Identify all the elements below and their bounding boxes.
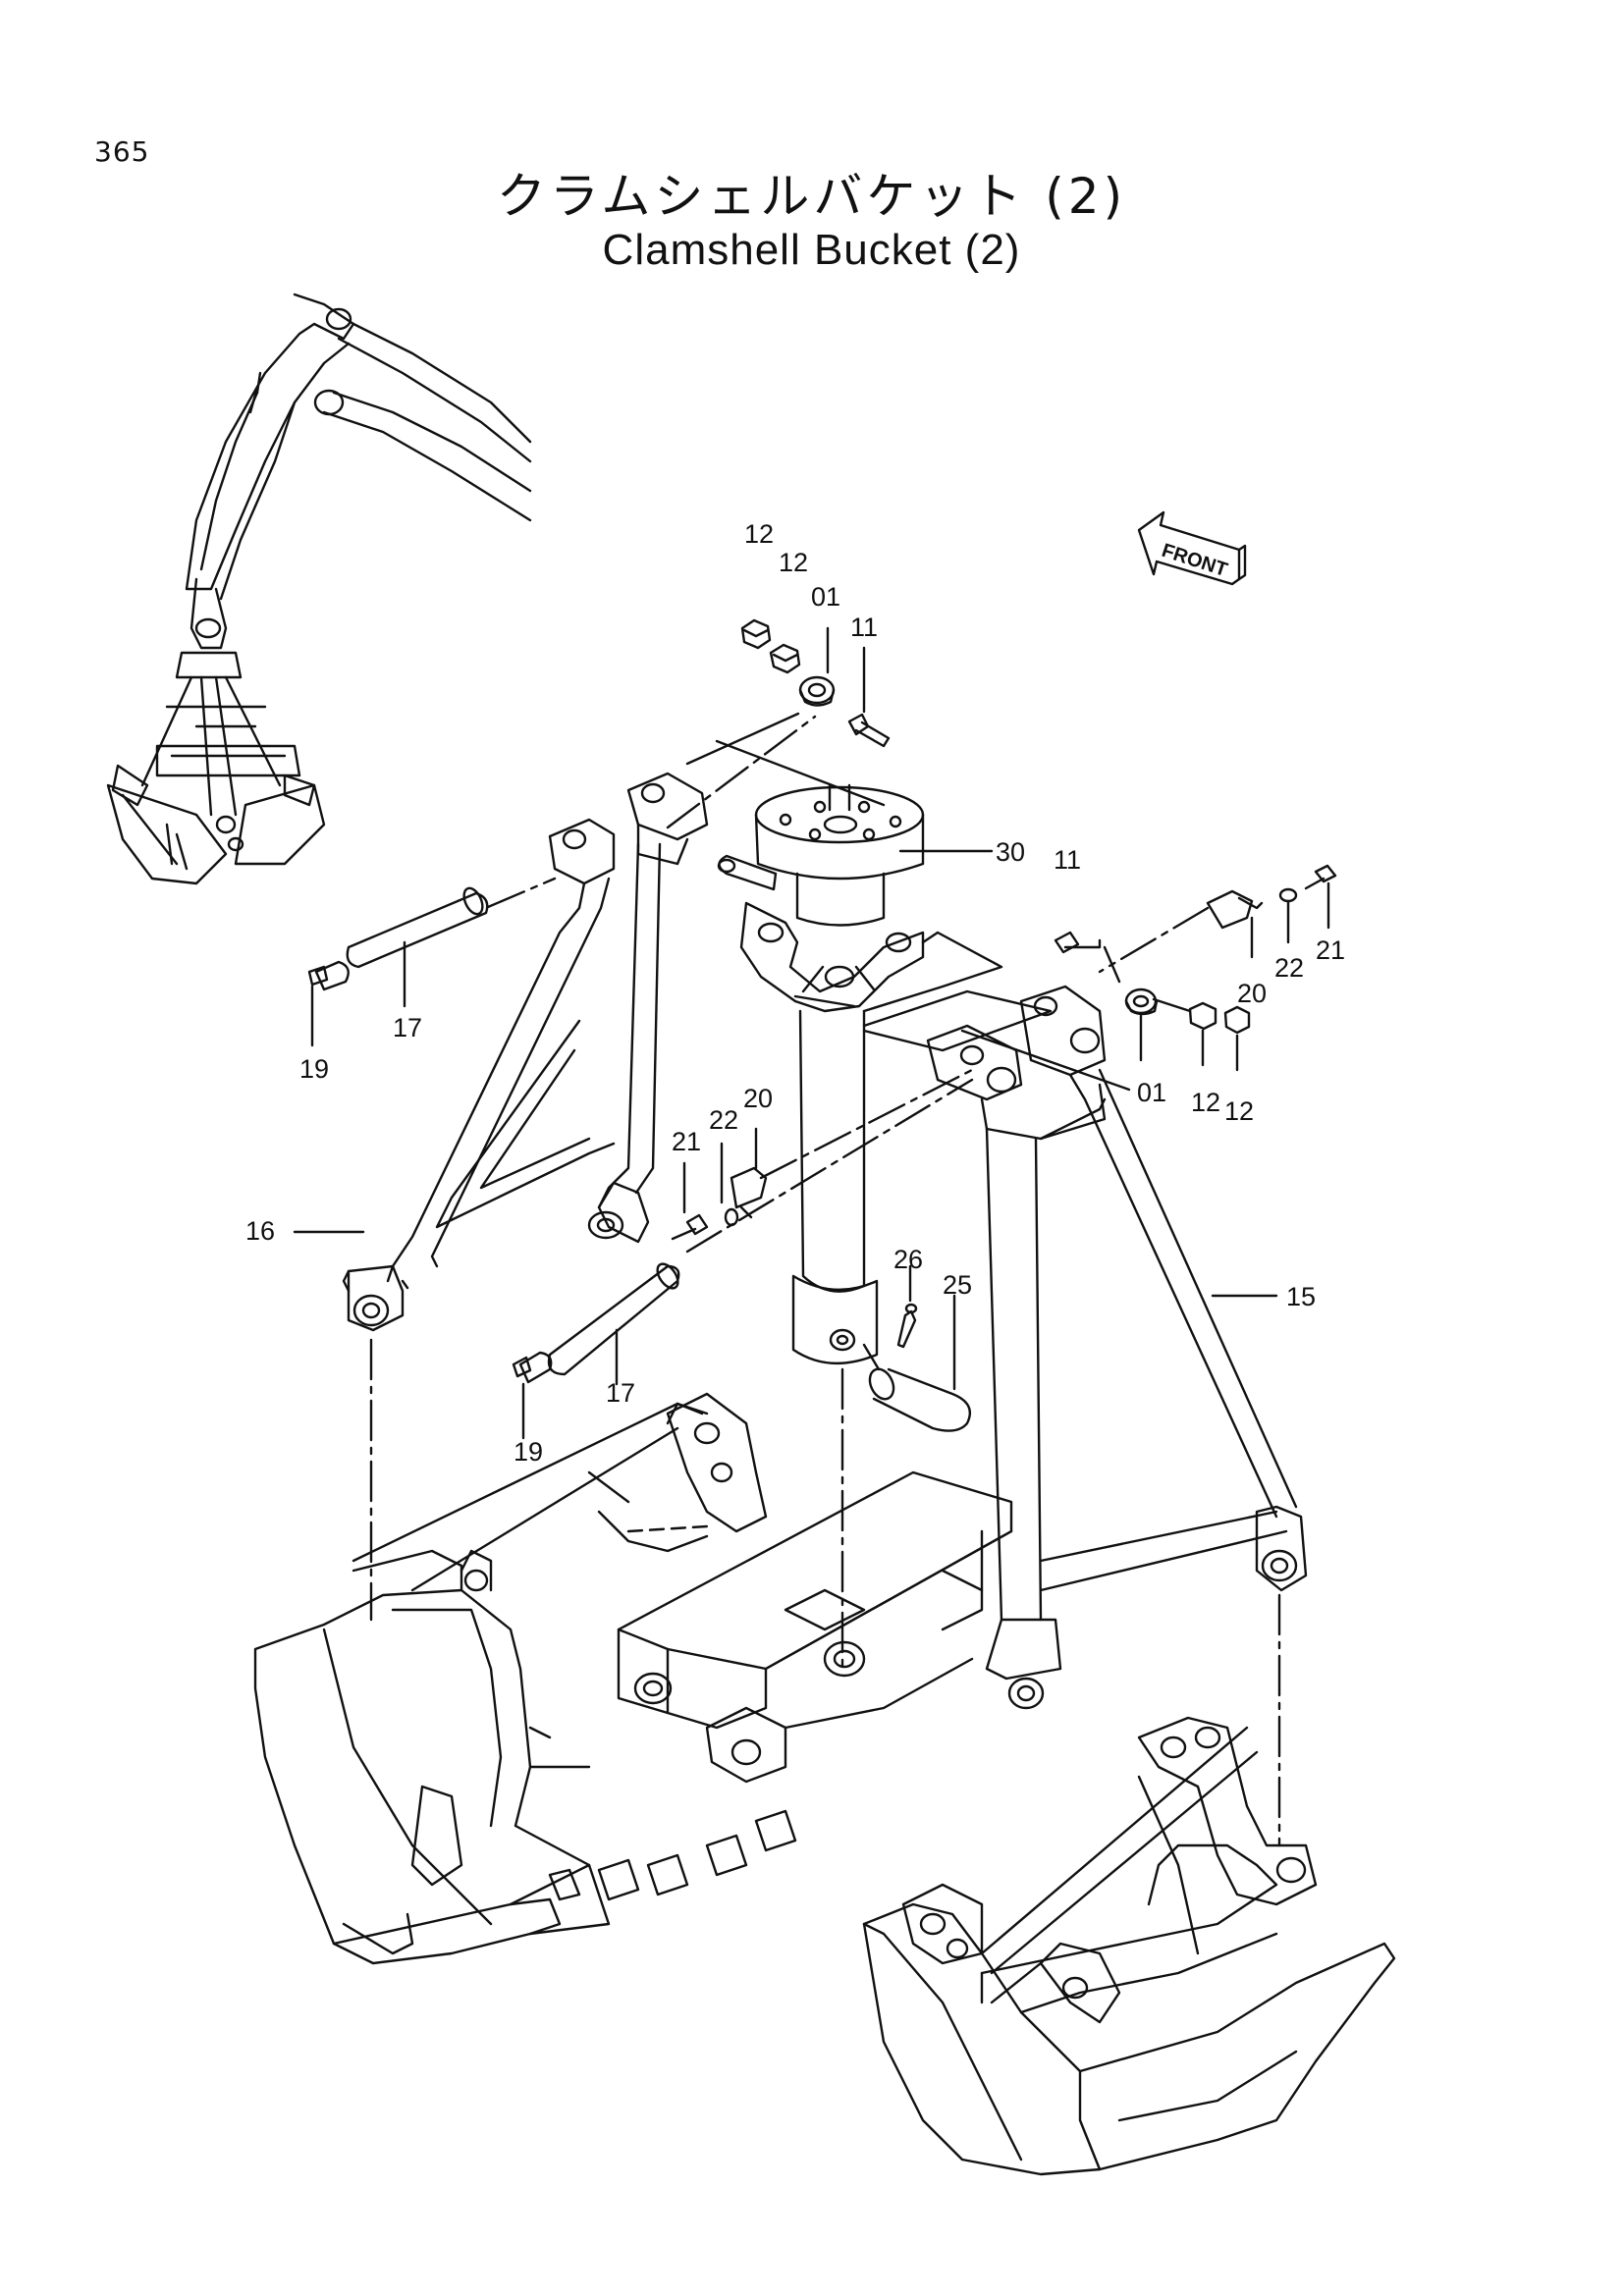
callout-label: 01	[1137, 1078, 1166, 1107]
callout-label: 20	[743, 1084, 773, 1113]
excavator-inset-illustration	[106, 293, 532, 885]
right-upper-hardware	[1054, 864, 1337, 1072]
page-number: 365	[94, 135, 150, 168]
lower-pin-and-bolt	[512, 1262, 680, 1440]
callout-label: 11	[850, 613, 878, 642]
callout-label: 26	[893, 1245, 923, 1274]
callout-label: 30	[996, 837, 1025, 867]
callout-label: 25	[943, 1270, 972, 1300]
callout-label: 12	[744, 519, 774, 549]
callout-label: 11	[1054, 845, 1081, 875]
callout-label: 17	[393, 1013, 422, 1042]
left-link-arm	[293, 772, 709, 1622]
center-cross-frame	[617, 1470, 1013, 1784]
callout-label: 01	[811, 582, 840, 612]
callout-label: 12	[779, 548, 808, 577]
callout-label: 20	[1237, 979, 1267, 1008]
left-bucket-half	[253, 1392, 797, 1965]
callout-label: 12	[1224, 1096, 1254, 1126]
callout-label: 16	[245, 1216, 275, 1246]
callout-label: 22	[709, 1105, 738, 1135]
front-direction-arrow: FRONT	[1137, 510, 1247, 586]
callout-label: 15	[1286, 1282, 1316, 1311]
callout-label: 17	[606, 1378, 635, 1408]
page-title-english: Clamshell Bucket (2)	[602, 226, 1021, 274]
leader-guide-lines	[685, 712, 1131, 1092]
callout-label: 21	[1316, 935, 1345, 965]
callout-labels: 12 12 01 11 30 11 22 21 20 01 12 12 17 1…	[245, 519, 1345, 1467]
front-label: FRONT	[1159, 540, 1229, 581]
callout-label: 12	[1191, 1088, 1220, 1117]
callout-label: 19	[299, 1054, 329, 1084]
middle-hardware	[671, 1068, 974, 1254]
page-title-japanese: クラムシェルバケット (2)	[496, 168, 1127, 225]
top-hardware-stack	[740, 618, 891, 748]
pin-and-cotter	[862, 1264, 972, 1432]
right-link-arm	[926, 985, 1308, 1847]
callout-label: 19	[514, 1437, 543, 1467]
upper-pin-and-bolt	[307, 715, 817, 1047]
hydraulic-cylinder	[717, 783, 994, 1671]
callout-label: 22	[1274, 953, 1304, 983]
callout-label: 21	[672, 1127, 701, 1156]
right-bucket-half	[862, 1716, 1396, 2176]
